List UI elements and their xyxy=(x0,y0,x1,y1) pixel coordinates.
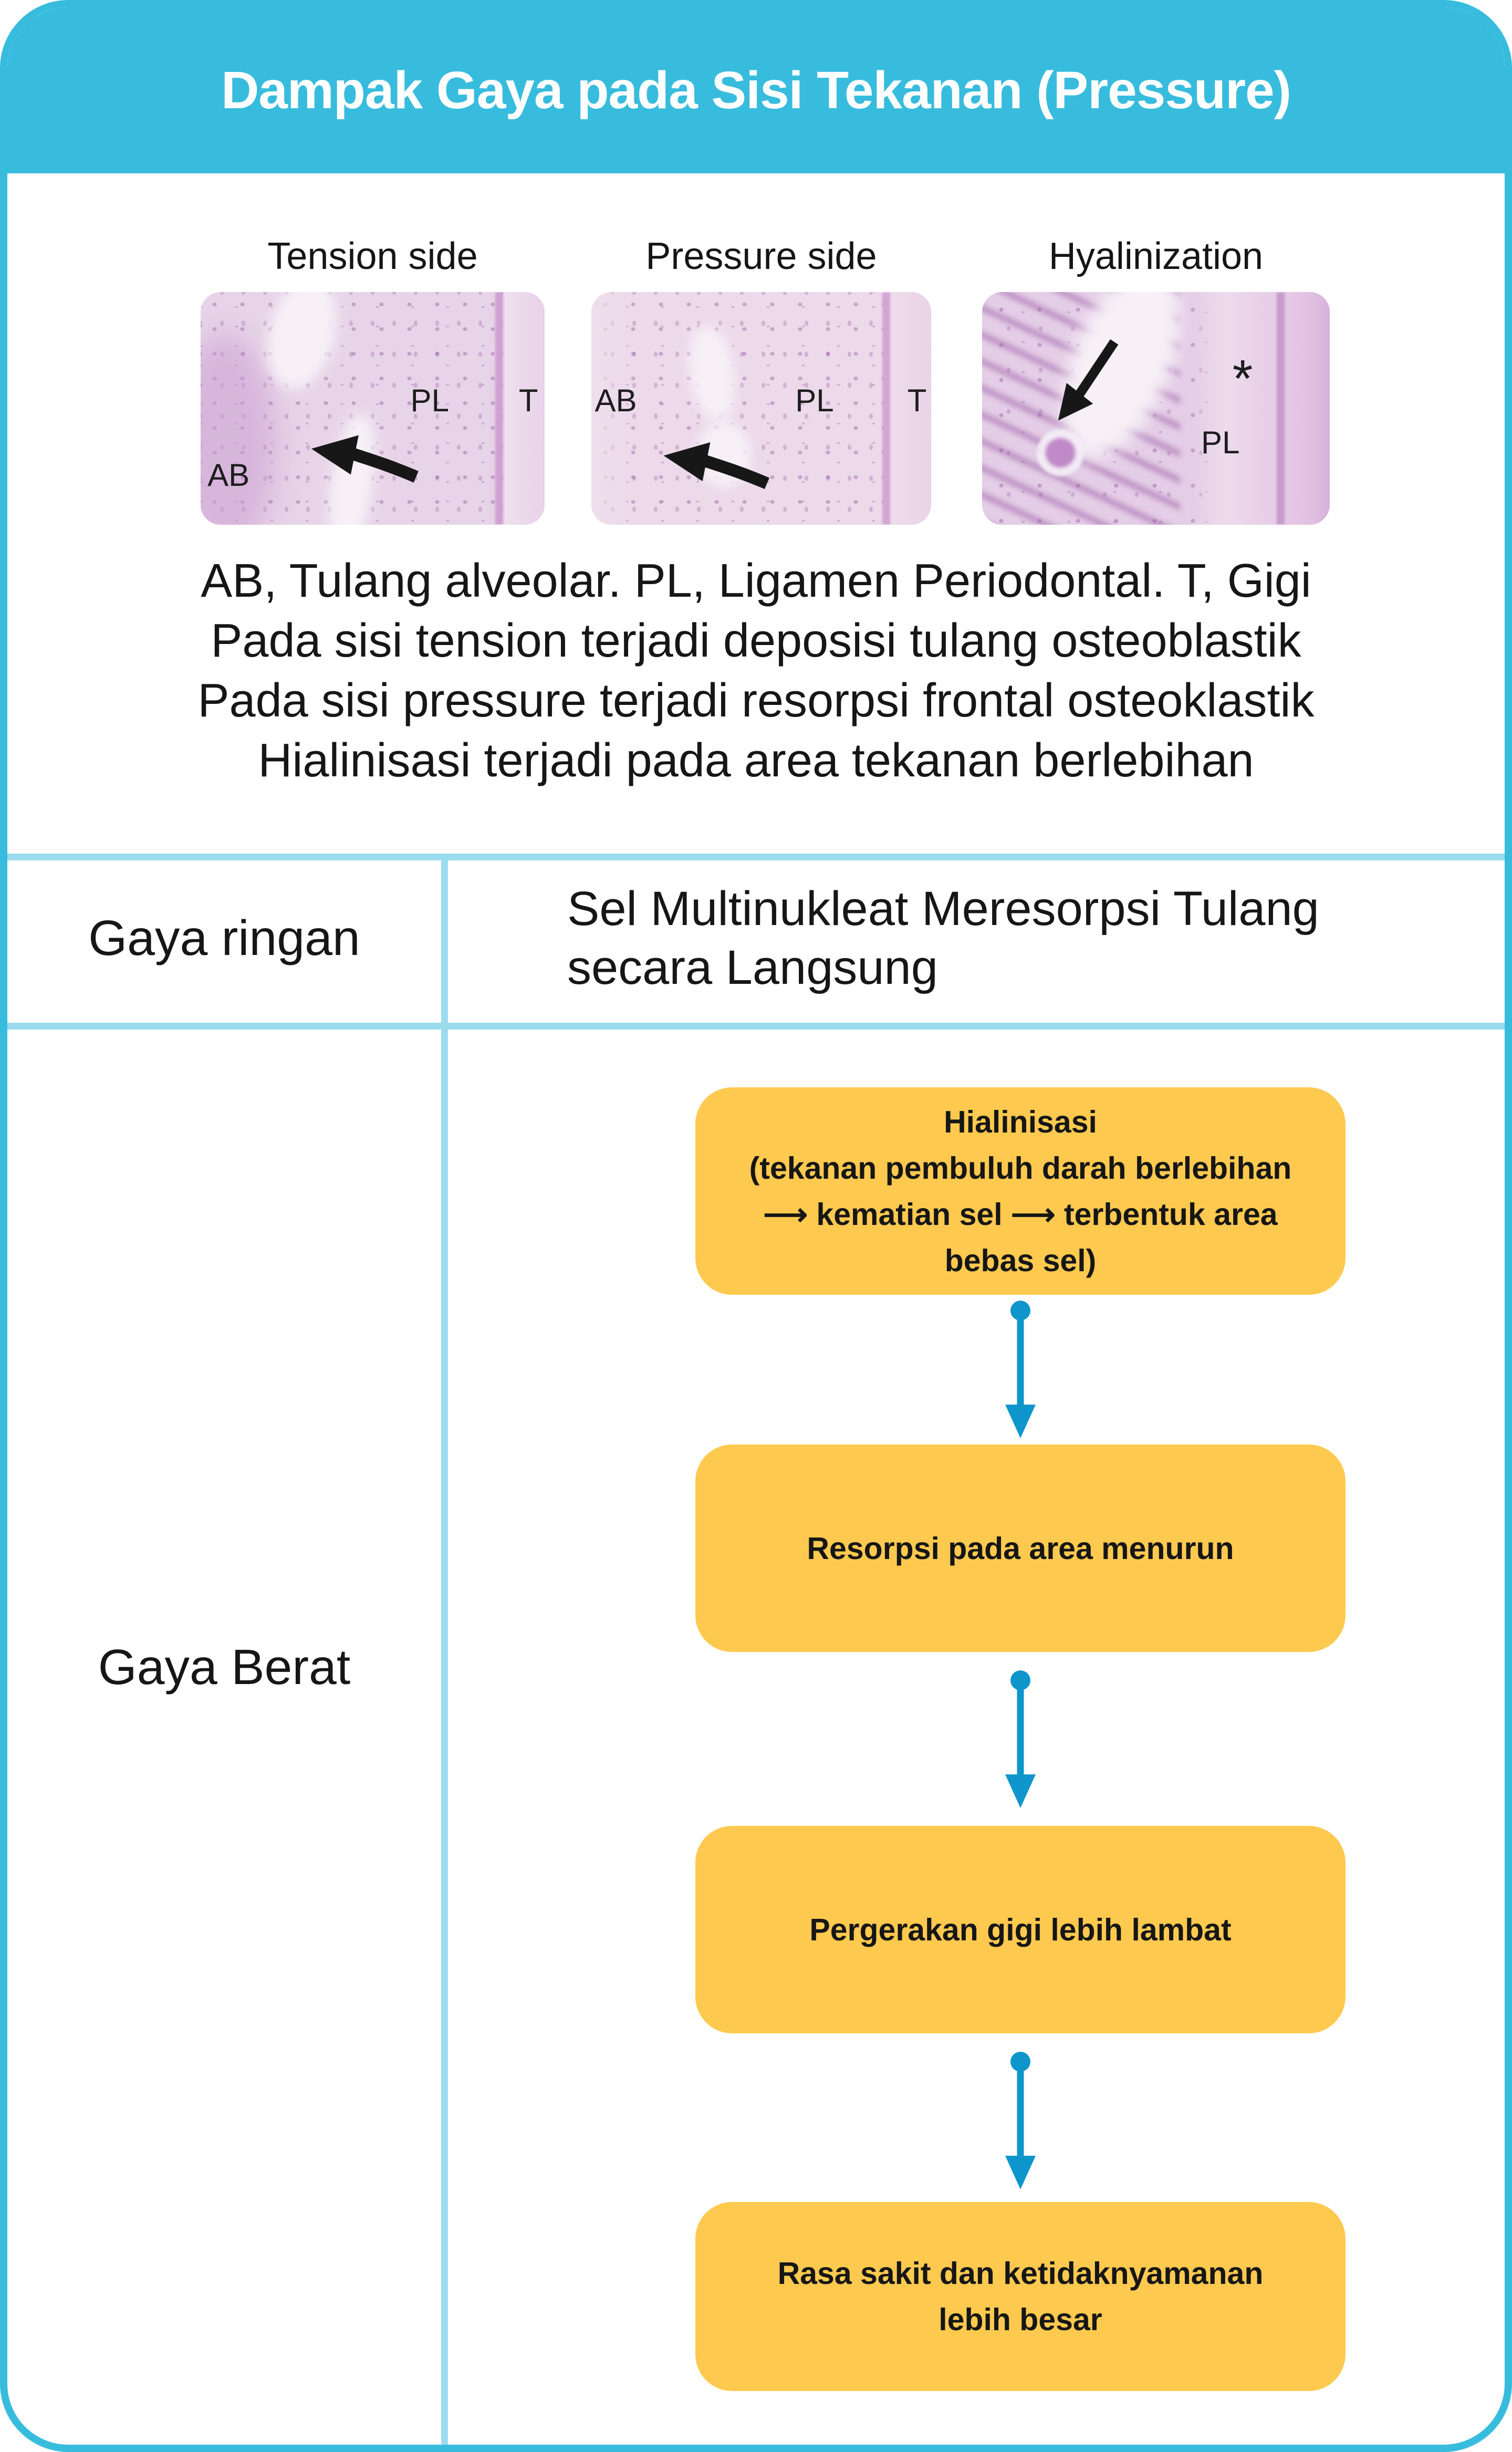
flow-box-pergerakan: Pergerakan gigi lebih lambat xyxy=(695,1826,1346,2033)
row-label-gaya-ringan: Gaya ringan xyxy=(88,910,360,966)
panel-label-hyalinization: Hyalinization xyxy=(1048,235,1264,277)
panel-label-pressure: Pressure side xyxy=(645,235,877,277)
flow-box-hialinisasi: Hialinisasi (tekanan pembuluh darah berl… xyxy=(695,1087,1346,1295)
tooth-strip xyxy=(890,292,931,525)
annotation-t: T xyxy=(518,383,538,419)
caption-line: Pada sisi tension terjadi deposisi tulan… xyxy=(211,615,1301,667)
annotation-asterisk: * xyxy=(1232,349,1253,409)
header-bar: Dampak Gaya pada Sisi Tekanan (Pressure) xyxy=(7,7,1505,173)
flow-box-rasa-sakit: Rasa sakit dan ketidaknyamanan lebih bes… xyxy=(695,2202,1346,2391)
column-divider xyxy=(441,854,448,2445)
annotation-arrow-icon xyxy=(663,442,769,490)
caption-line: Hialinisasi terjadi pada area tekanan be… xyxy=(258,734,1254,787)
annotation-pl: PL xyxy=(1201,424,1240,460)
flow-box-resorpsi: Resorpsi pada area menurun xyxy=(695,1445,1346,1652)
page-title: Dampak Gaya pada Sisi Tekanan (Pressure) xyxy=(221,60,1291,120)
row-content-gaya-ringan: Sel Multinukleat Meresorpsi Tulang secar… xyxy=(567,882,1319,994)
histology-image-tension: PL T AB xyxy=(201,292,545,525)
panel-label-tension: Tension side xyxy=(267,235,478,277)
annotation-pl: PL xyxy=(795,383,834,419)
annotation-ab: AB xyxy=(207,457,250,493)
caption-line: AB, Tulang alveolar. PL, Ligamen Periodo… xyxy=(201,555,1311,607)
histology-image-hyalinization: * PL xyxy=(982,292,1330,525)
annotation-arrow-icon xyxy=(311,435,419,483)
row-label-gaya-berat: Gaya Berat xyxy=(98,1639,351,1695)
tissue-boundary-line xyxy=(1276,292,1285,525)
tooth-boundary-line xyxy=(882,292,891,525)
annotation-ab: AB xyxy=(595,383,637,419)
histology-image-pressure: AB PL T xyxy=(591,292,931,525)
hyalinized-zone xyxy=(1191,292,1330,525)
row-divider xyxy=(7,1023,1505,1030)
caption-block: AB, Tulang alveolar. PL, Ligamen Periodo… xyxy=(7,551,1505,791)
tooth-strip xyxy=(503,292,545,525)
annotation-pl: PL xyxy=(410,383,449,419)
flow-arrow-down-icon xyxy=(1002,2052,1039,2191)
tissue-texture-blob xyxy=(201,334,277,525)
cell-ring xyxy=(1027,420,1093,485)
row-divider xyxy=(7,854,1505,860)
flow-arrow-down-icon xyxy=(1002,1301,1039,1440)
tissue-white-blob xyxy=(257,292,348,396)
tissue-white-blob xyxy=(683,322,741,425)
bone-strip xyxy=(591,292,636,525)
tooth-boundary-line xyxy=(495,292,504,525)
annotation-arrow-icon xyxy=(1058,339,1119,421)
annotation-t: T xyxy=(907,383,927,419)
flow-arrow-down-icon xyxy=(1002,1670,1039,1810)
caption-line: Pada sisi pressure terjadi resorpsi fron… xyxy=(197,674,1315,727)
